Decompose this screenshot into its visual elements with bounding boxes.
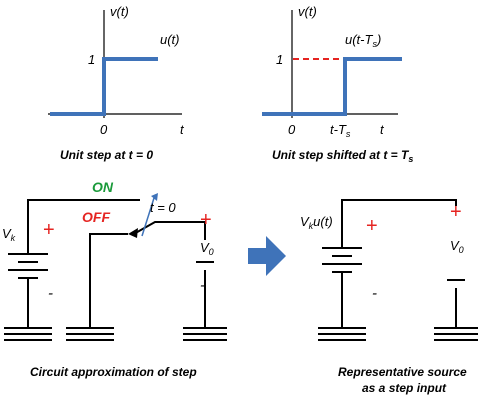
on-label: ON [92, 179, 114, 195]
signal-label: u(t) [160, 32, 180, 47]
y-axis-label: v(t) [298, 4, 317, 19]
switch-time-label: t = 0 [150, 200, 176, 215]
output-label: V0 [200, 240, 214, 257]
off-label: OFF [82, 209, 110, 225]
off-wire [89, 233, 128, 328]
top-wire [27, 199, 140, 254]
ground-icon [4, 327, 52, 341]
top-wire [341, 199, 457, 248]
ground-icon [434, 327, 478, 341]
level-label: 1 [276, 52, 283, 67]
origin-label: 0 [100, 122, 108, 137]
level-label: 1 [88, 52, 95, 67]
battery-icon [322, 247, 362, 273]
plus-sign-output: + [200, 209, 212, 231]
source-label: Vku(t) [300, 214, 333, 231]
caption-line-1: Representative source [338, 365, 467, 379]
caption-circuit-approximation: Circuit approximation of step [30, 365, 197, 379]
caption-unit-step: Unit step at t = 0 [60, 148, 153, 162]
y-axis-label: v(t) [110, 4, 129, 19]
output-label: V0 [450, 238, 464, 255]
plus-sign-source: + [43, 219, 55, 241]
caption-shifted-step: Unit step shifted at t = Ts [272, 148, 413, 164]
minus-sign-source: - [48, 285, 53, 302]
x-axis-label: t [380, 122, 385, 137]
circuit-step-source: Vku(t) + - + V0 Representative source as… [300, 199, 478, 395]
ground-icon [66, 327, 114, 341]
minus-sign-output: - [200, 277, 205, 294]
ground-icon [183, 327, 227, 341]
signal-label: u(t-Ts) [345, 32, 381, 49]
caption-line-2: as a step input [362, 381, 447, 395]
circuit-switch-approximation: ON OFF t = 0 Vk + - + V0 - Circuit appro… [2, 179, 227, 379]
step-signal [50, 57, 158, 116]
ground-icon [318, 327, 366, 341]
source-label: Vk [2, 226, 16, 243]
graph-shifted-step: v(t) u(t-Ts) 1 0 t-Ts t Unit step shifte… [262, 4, 413, 164]
graph-unit-step: v(t) u(t) 1 0 t Unit step at t = 0 [48, 4, 185, 162]
plus-sign-source: + [366, 215, 378, 237]
plus-sign-output: + [450, 201, 462, 223]
switch-icon[interactable] [128, 193, 185, 238]
shifted-step-signal [262, 57, 402, 116]
minus-sign-source: - [372, 285, 377, 302]
output-wire [185, 221, 206, 240]
shift-label: t-Ts [330, 122, 351, 139]
origin-label: 0 [288, 122, 296, 137]
right-arrow-icon [248, 236, 286, 276]
battery-icon [8, 253, 48, 279]
x-axis-label: t [180, 122, 185, 137]
switch-actuator [141, 197, 155, 237]
